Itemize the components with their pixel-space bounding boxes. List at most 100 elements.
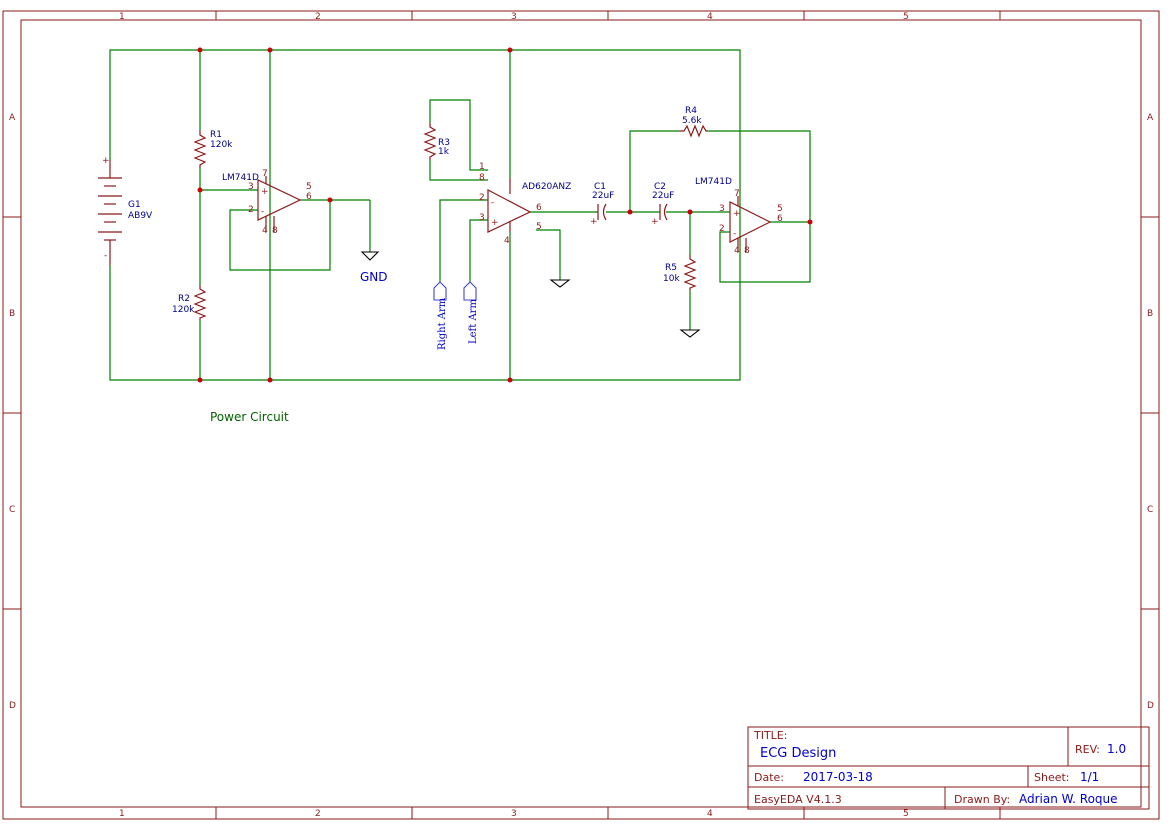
date-value: 2017-03-18: [803, 770, 873, 784]
resistor-r2[interactable]: R2 120k: [172, 285, 207, 320]
date-label: Date:: [754, 771, 784, 784]
u2-pin6: 6: [536, 203, 542, 213]
title-value: ECG Design: [760, 746, 836, 761]
battery-value: AB9V: [128, 211, 153, 221]
u3-minus: -: [733, 229, 736, 239]
u1-pin4: 4: [262, 226, 268, 236]
zone-col-5-bottom: 5: [903, 809, 909, 819]
u2-pin5: 5: [536, 222, 542, 232]
sheet-frame: [2, 10, 1160, 820]
c1-value: 22uF: [592, 191, 614, 201]
battery-g1[interactable]: + - G1 AB9V: [98, 156, 153, 265]
zone-col-1-bottom: 1: [119, 809, 125, 819]
resistor-r4[interactable]: R4 5.6k: [680, 106, 708, 138]
u1-pin7: 7: [262, 169, 268, 179]
port-left-arm[interactable]: Left Arm: [463, 281, 479, 344]
ground-symbol-ad620: [549, 279, 571, 288]
zone-col-4-bottom: 4: [707, 809, 713, 819]
capacitor-c1[interactable]: + C1 22uF: [590, 182, 614, 227]
resistor-r5[interactable]: R5 10k: [663, 255, 697, 290]
zone-col-2-bottom: 2: [315, 809, 321, 819]
r2-value: 120k: [172, 305, 195, 315]
u1-name: LM741D: [222, 173, 259, 183]
zone-markers: 1 2 3 4 5 1 2 3 4 5 A B C D A B C D: [9, 12, 1154, 819]
ground-symbol-r5: [679, 329, 701, 338]
u2-plus: +: [491, 218, 499, 228]
u1-pin3: 3: [248, 182, 254, 192]
zone-row-b-right: B: [1147, 309, 1153, 319]
u2-name: AD620ANZ: [522, 182, 571, 192]
zone-col-3-bottom: 3: [511, 809, 517, 819]
r3-value: 1k: [438, 147, 450, 157]
u3-pin8: 8: [744, 246, 750, 256]
zone-row-c-left: C: [9, 505, 15, 515]
gnd-label: GND: [360, 270, 388, 284]
r3-ref: R3: [438, 138, 450, 148]
zone-col-3-top: 3: [511, 12, 517, 22]
u3-pin4: 4: [734, 246, 740, 256]
zone-row-d-left: D: [9, 701, 16, 711]
drawn-by-label: Drawn By:: [954, 793, 1010, 806]
rev-value: 1.0: [1107, 742, 1126, 756]
c1-ref: C1: [594, 182, 606, 192]
zone-row-a-right: A: [1147, 113, 1154, 123]
u2-pin8: 8: [479, 173, 485, 183]
resistor-r1[interactable]: R1 120k: [193, 130, 233, 168]
junctions: [197, 47, 813, 383]
power-circuit-label: Power Circuit: [210, 410, 289, 424]
r5-value: 10k: [663, 274, 680, 284]
r5-ref: R5: [665, 263, 677, 273]
u3-name: LM741D: [695, 177, 732, 187]
battery-ref: G1: [128, 200, 141, 210]
u1-pin8: 8: [272, 226, 278, 236]
opamp-u3[interactable]: + - 3 2 6 5 7 4 8 LM741D: [695, 177, 783, 256]
title-block: TITLE: ECG Design REV: 1.0 Date: 2017-03…: [747, 726, 1150, 810]
u2-pin2: 2: [479, 193, 485, 203]
capacitor-c2[interactable]: + C2 22uF: [651, 182, 674, 227]
c1-plus: +: [590, 217, 598, 227]
zone-col-5-top: 5: [903, 12, 909, 22]
u2-minus: -: [491, 198, 494, 208]
u3-pin6: 6: [777, 214, 783, 224]
zone-row-a-left: A: [9, 113, 16, 123]
u1-pin2: 2: [248, 205, 254, 215]
u2-pin4: 4: [504, 236, 510, 246]
u3-pin5: 5: [777, 204, 783, 214]
zone-row-c-right: C: [1147, 505, 1153, 515]
c2-value: 22uF: [652, 191, 674, 201]
u3-plus: +: [733, 209, 741, 219]
ground-symbol-power: GND: [360, 251, 388, 284]
title-label: TITLE:: [753, 729, 787, 742]
u2-pin3: 3: [479, 213, 485, 223]
right-arm-label: Right Arm: [437, 297, 448, 350]
u1-pin6: 6: [306, 192, 312, 202]
c2-plus: +: [651, 217, 659, 227]
r1-ref: R1: [210, 130, 222, 140]
r1-value: 120k: [210, 140, 233, 150]
left-arm-label: Left Arm: [468, 299, 479, 344]
u3-pin7: 7: [734, 189, 740, 199]
u2-pin1: 1: [479, 162, 485, 172]
u3-pin2: 2: [719, 224, 725, 234]
c2-ref: C2: [654, 182, 666, 192]
zone-col-2-top: 2: [315, 12, 321, 22]
zone-row-b-left: B: [9, 309, 15, 319]
r4-ref: R4: [685, 106, 697, 116]
resistor-r3[interactable]: R3 1k: [423, 123, 450, 160]
battery-minus-sign: -: [104, 251, 107, 261]
opamp-u1[interactable]: + - 3 2 6 5 7 4 8 LM741D: [222, 169, 312, 236]
instrumentation-amp-u2[interactable]: - + 1 8 2 3 6 5 4 AD620ANZ: [479, 162, 571, 246]
battery-plus-sign: +: [102, 156, 110, 166]
software-label: EasyEDA V4.1.3: [754, 793, 842, 806]
zone-col-4-top: 4: [707, 12, 713, 22]
u1-minus: -: [261, 207, 264, 217]
rev-label: REV:: [1075, 743, 1100, 756]
wires: [109, 49, 811, 381]
zone-col-1-top: 1: [119, 12, 125, 22]
drawn-by-value: Adrian W. Roque: [1019, 792, 1118, 806]
u1-plus: +: [261, 187, 269, 197]
r4-value: 5.6k: [682, 116, 702, 126]
u3-pin3: 3: [719, 204, 725, 214]
port-right-arm[interactable]: Right Arm: [433, 281, 448, 350]
